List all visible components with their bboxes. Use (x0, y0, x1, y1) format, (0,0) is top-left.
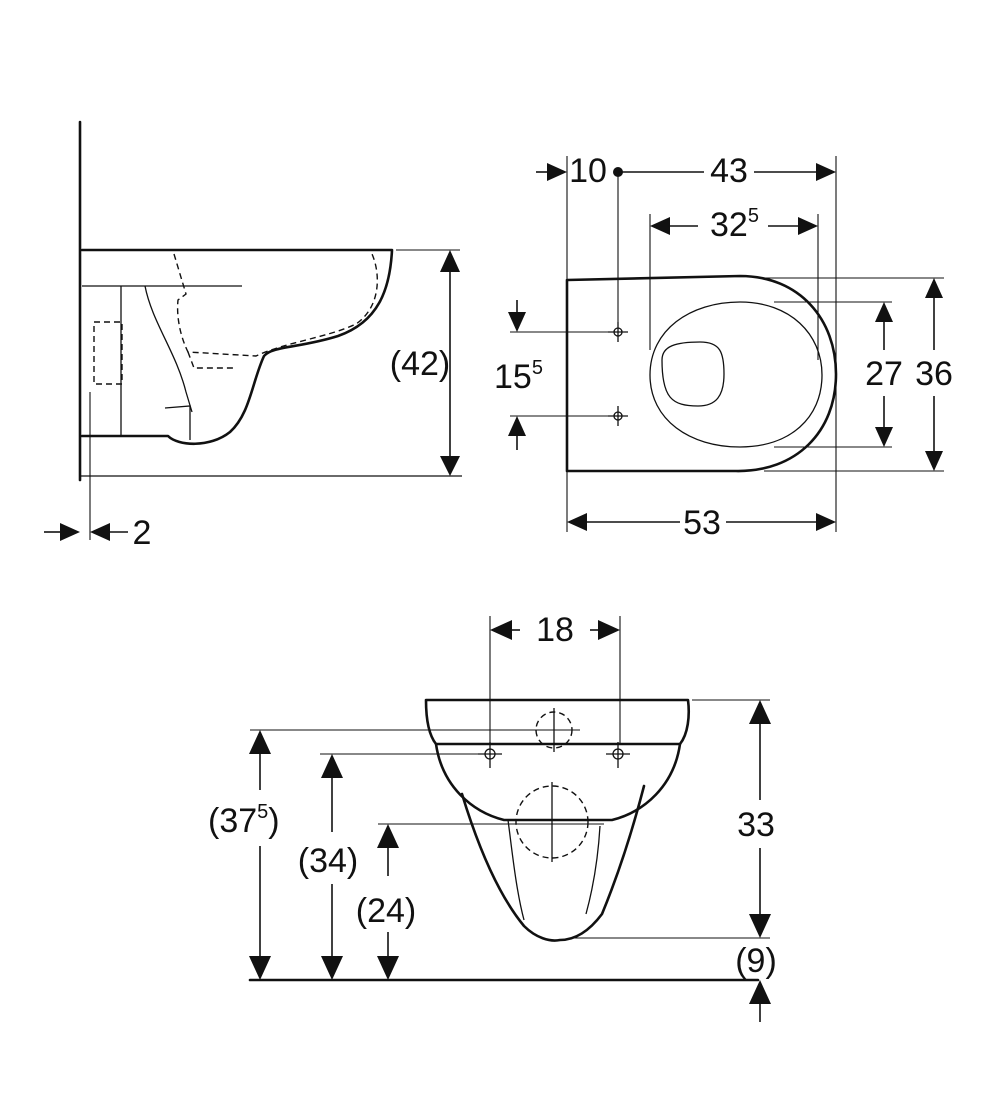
top-inner-arrow-left (650, 217, 670, 235)
side-bowl-outline (80, 248, 394, 446)
front-clearance-arrow (749, 980, 771, 1004)
front-bolt-spacing-arrow-left (490, 620, 512, 640)
front-outlet-height-arrow-bottom (377, 956, 399, 980)
front-body-outline (434, 742, 682, 822)
top-width-outer-arrow-bottom (925, 451, 943, 471)
front-rim-outline (424, 698, 691, 746)
front-bolt-height-label: (34) (298, 842, 358, 880)
side-hidden-bracket (93, 321, 123, 385)
front-rim-height-label: (375) (208, 801, 280, 840)
side-trap-inner (164, 405, 191, 440)
top-water-opening (661, 341, 725, 407)
top-offset-label: 10 (569, 152, 607, 190)
top-total-length-label: 53 (683, 504, 721, 542)
front-bolt-height-arrow-bottom (321, 956, 343, 980)
top-length-label: 43 (710, 152, 748, 190)
front-pedestal-outline (460, 784, 646, 942)
top-view: 10 43 325 155 27 36 (494, 152, 953, 542)
top-inner-width-label: 27 (865, 355, 903, 393)
top-total-arrow-left (567, 513, 587, 531)
front-pedestal-inner (507, 819, 601, 921)
front-view: 18 33 (9) (375) (34) (24) (208, 611, 777, 1022)
front-clearance-label: (9) (735, 942, 777, 980)
front-bolt-spacing-arrow-right (598, 620, 620, 640)
front-body-height-label: 33 (737, 806, 775, 844)
top-inner-length-label: 325 (710, 205, 759, 244)
side-trapway (144, 285, 193, 413)
top-offset-arrow (547, 163, 567, 181)
side-height-arrow-top (440, 250, 460, 272)
side-height-arrow-bottom (440, 456, 460, 476)
front-body-arrow-bottom (749, 914, 771, 938)
front-body-arrow-top (749, 700, 771, 724)
side-hidden-bowl (173, 253, 379, 357)
top-width-inner-arrow-top (875, 302, 893, 322)
top-hole-spacing-label: 155 (494, 357, 543, 396)
wall-gap-arrow-right (90, 523, 110, 541)
front-rim-height-arrow-top (249, 730, 271, 754)
top-inner-oval (649, 301, 823, 448)
front-outlet-height-arrow-top (377, 824, 399, 848)
front-bolt-spacing-label: 18 (536, 611, 574, 649)
front-bolt-right (606, 742, 630, 768)
front-bolt-left (478, 742, 502, 768)
front-rim-height-arrow-bottom (249, 956, 271, 980)
top-outer-width-label: 36 (915, 355, 953, 393)
front-bolt-height-arrow-top (321, 754, 343, 778)
top-width-inner-arrow-bottom (875, 427, 893, 447)
wall-gap-arrow-left (60, 523, 80, 541)
top-inner-arrow-right (798, 217, 818, 235)
front-lower-outlet (515, 785, 589, 859)
top-hole-arrow-bottom (508, 416, 526, 436)
front-outlet-height-label: (24) (356, 892, 416, 930)
top-total-arrow-right (816, 513, 836, 531)
top-width-outer-arrow-top (925, 278, 943, 298)
wall-gap-label: 2 (133, 514, 152, 552)
side-view: (42) 2 (44, 120, 462, 552)
side-hidden-inner (187, 351, 236, 369)
top-hole-arrow-top (508, 312, 526, 332)
top-length-arrow (816, 163, 836, 181)
side-height-label: (42) (390, 345, 450, 383)
